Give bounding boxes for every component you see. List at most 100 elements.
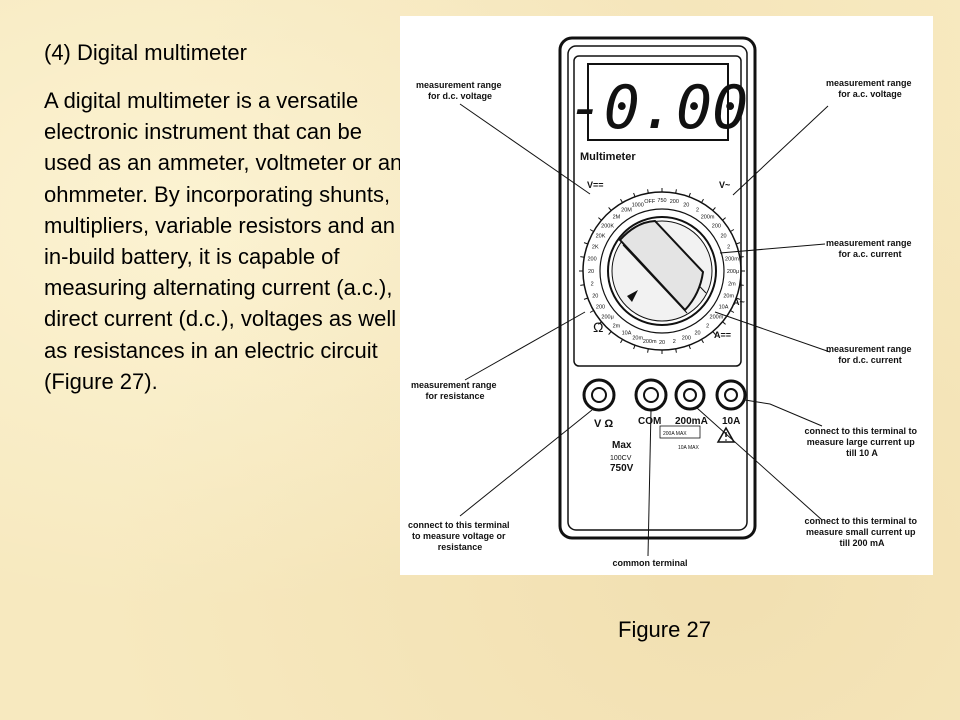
terminal-com-label: COM [638, 416, 661, 427]
dial-range-label: 200m [710, 315, 724, 321]
dial-tick [712, 331, 716, 335]
dial-tick [722, 321, 726, 325]
dial-tick [589, 310, 594, 313]
dial-range-label: 20 [683, 202, 689, 208]
callout-ac-current: measurement range for a.c. current [826, 238, 914, 259]
dial-range-label: 200m [643, 339, 657, 345]
warning-icon [716, 426, 736, 443]
dial-range-label: 10A [622, 331, 632, 337]
dial-range-label: 200 [682, 336, 691, 342]
dial-range-label: 200K [601, 223, 614, 229]
dial-tick [701, 198, 704, 203]
dial-tick [701, 339, 704, 344]
ma-max-label: 200A MAX [663, 431, 687, 437]
dial-range-label: OFF [644, 199, 656, 205]
dial-tick [712, 207, 716, 211]
leader-dc-voltage [459, 103, 591, 195]
dial-range-label: 200 [670, 199, 679, 205]
dial-range-label: 10A [719, 305, 729, 311]
dial-range-label: 20 [720, 234, 726, 240]
dial-tick [598, 217, 602, 221]
dial-tick [583, 242, 588, 245]
leader-ac-current [719, 243, 826, 254]
max-100cv: 100CV [610, 455, 632, 462]
dial-range-label: 20 [659, 340, 665, 346]
dial-range-label: 20 [592, 293, 598, 299]
dial-tick [608, 207, 612, 211]
dial-tick [608, 331, 612, 335]
brand-label: Multimeter [580, 151, 636, 163]
dial-range-label: 20m [632, 336, 643, 342]
leader-dc-current [714, 311, 831, 353]
dial-tick [736, 297, 741, 300]
ma-max-box [659, 425, 701, 439]
dial-tick [730, 229, 735, 232]
dial-tick [688, 345, 691, 350]
terminal-200ma[interactable] [674, 379, 706, 411]
dial-range-label: 200 [712, 223, 721, 229]
dial-range-label: 20M [621, 208, 632, 214]
dial-tick [647, 348, 649, 353]
dial-range-label: 2 [591, 281, 594, 287]
dc-current-symbol: A== [714, 330, 731, 340]
dial-range-label: 200 [596, 305, 605, 311]
dial-tick [675, 348, 677, 353]
callout-ac-voltage: measurement range for a.c. voltage [826, 78, 914, 99]
dial-range-label: 2 [727, 245, 730, 251]
dc-voltage-symbol: V== [587, 180, 604, 190]
leader-large-current [744, 399, 823, 427]
figure-caption: Figure 27 [618, 617, 711, 642]
dial-range-label: 750 [657, 198, 666, 204]
dial-range-label: 20m [723, 293, 734, 299]
dial-range-label: 2m [728, 281, 736, 287]
dial-tick [633, 345, 636, 350]
dial-tick [722, 217, 726, 221]
dial-tick [688, 192, 691, 197]
leader-small-current [696, 407, 823, 521]
ac-current-symbol: A~ [733, 297, 745, 307]
dial-tick [580, 256, 585, 258]
ac-voltage-symbol: V~ [719, 180, 730, 190]
dial-range-label: 1000 [632, 202, 644, 208]
dial-range-label: 200μ [601, 315, 613, 321]
dial-range-label: 2 [706, 323, 709, 329]
dial-range-label: 200μ [727, 269, 739, 275]
dial-tick [739, 256, 744, 258]
dial-tick [730, 310, 735, 313]
dial-tick [633, 192, 636, 197]
callout-large-current: connect to this terminal to measure larg… [804, 426, 919, 458]
terminal-v-ohm[interactable] [582, 378, 616, 412]
callout-voltage-resistance: connect to this terminal to measure volt… [408, 520, 512, 552]
dial-range-label: 20 [588, 269, 594, 275]
callout-common-terminal: common terminal [612, 558, 687, 568]
leader-ac-voltage [732, 105, 829, 196]
dial-tick [580, 284, 585, 286]
callout-small-current: connect to this terminal to measure smal… [804, 516, 919, 548]
dial-range-label: 2M [613, 215, 621, 221]
terminal-com[interactable] [634, 378, 668, 412]
meter-case-inner [567, 45, 748, 531]
dial-range-label: 200m [725, 257, 739, 263]
terminal-v-ohm-label: V Ω [594, 418, 613, 430]
dial-tick [620, 339, 623, 344]
leader-common [647, 409, 652, 557]
dial-tick [598, 321, 602, 325]
callout-dc-current: measurement range for d.c. current [826, 344, 914, 365]
dial-range-label: 2m [613, 323, 621, 329]
dial-tick [739, 284, 744, 286]
terminal-200ma-label: 200mA [675, 416, 708, 427]
terminal-10a[interactable] [715, 379, 747, 411]
callout-dc-voltage: measurement range for d.c. voltage [416, 80, 504, 101]
dial-tick [589, 229, 594, 232]
dial-tick [675, 189, 677, 194]
dial-tick [620, 198, 623, 203]
display-window [587, 63, 729, 141]
dial-range-label: 2 [673, 339, 676, 345]
dial-range-label: 2K [592, 245, 599, 251]
max-label: Max [612, 440, 632, 451]
dial-range-label: 20K [596, 234, 606, 240]
max-750v: 750V [610, 463, 634, 474]
meter-face-panel [573, 55, 742, 367]
